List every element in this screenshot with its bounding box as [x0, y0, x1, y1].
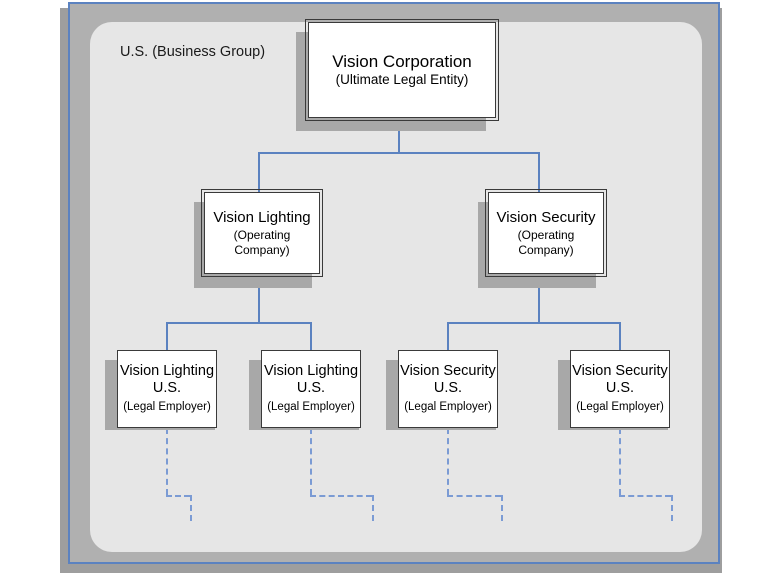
node-legal-employer-2[interactable]: Vision Lighting U.S. (Legal Employer) — [261, 350, 361, 428]
node-title-line-1: Vision Lighting — [119, 362, 215, 379]
dashed-connector-1-horizontal — [166, 495, 190, 497]
node-subtitle-line-1: (Operating — [517, 228, 575, 243]
node-title: Vision Lighting — [213, 208, 311, 226]
dashed-connector-4-horizontal — [619, 495, 671, 497]
node-title-line-2: U.S. — [152, 380, 182, 397]
dashed-connector-4-vertical — [619, 428, 621, 495]
node-title-line-2: U.S. — [296, 380, 326, 397]
node-subtitle-line-1: (Operating — [233, 228, 291, 243]
connector-drop-vision-security — [538, 152, 540, 192]
node-title: Vision Security — [496, 208, 596, 226]
node-title: Vision Corporation — [332, 51, 472, 71]
connector-tier2-bus — [258, 152, 540, 154]
node-title-line-1: Vision Lighting — [263, 362, 359, 379]
dashed-connector-3-horizontal — [447, 495, 501, 497]
node-subtitle: (Ultimate Legal Entity) — [335, 72, 469, 88]
node-title-line-1: Vision Security — [400, 362, 496, 379]
node-subtitle: (Legal Employer) — [404, 401, 492, 414]
node-title-line-2: U.S. — [605, 380, 635, 397]
connector-security-bus — [447, 322, 621, 324]
dashed-connector-3-tail — [501, 495, 503, 521]
dashed-connector-1-tail — [190, 495, 192, 521]
connector-security-stem — [538, 273, 540, 322]
dashed-connector-2-horizontal — [310, 495, 372, 497]
business-group-label: U.S. (Business Group) — [120, 44, 266, 60]
connector-drop-lighting-us-2 — [310, 322, 312, 350]
dashed-connector-1-vertical — [166, 428, 168, 495]
connector-drop-security-us-2 — [619, 322, 621, 350]
dashed-connector-4-tail — [671, 495, 673, 521]
node-legal-employer-3[interactable]: Vision Security U.S. (Legal Employer) — [398, 350, 498, 428]
connector-lighting-bus — [166, 322, 312, 324]
connector-drop-lighting-us-1 — [166, 322, 168, 350]
dashed-connector-2-tail — [372, 495, 374, 521]
node-subtitle-line-2: Company) — [234, 242, 290, 257]
node-legal-employer-4[interactable]: Vision Security U.S. (Legal Employer) — [570, 350, 670, 428]
node-subtitle: (Legal Employer) — [267, 401, 355, 414]
dashed-connector-3-vertical — [447, 428, 449, 495]
dashed-connector-2-vertical — [310, 428, 312, 495]
node-title-line-1: Vision Security — [572, 362, 668, 379]
node-vision-corporation[interactable]: Vision Corporation (Ultimate Legal Entit… — [305, 19, 499, 121]
node-subtitle: (Legal Employer) — [123, 401, 211, 414]
connector-drop-vision-lighting — [258, 152, 260, 192]
node-vision-lighting[interactable]: Vision Lighting (Operating Company) — [201, 189, 323, 277]
connector-drop-security-us-1 — [447, 322, 449, 350]
connector-root-stem — [398, 118, 400, 152]
node-legal-employer-1[interactable]: Vision Lighting U.S. (Legal Employer) — [117, 350, 217, 428]
node-subtitle-line-2: Company) — [518, 242, 574, 257]
connector-lighting-stem — [258, 273, 260, 322]
node-vision-security[interactable]: Vision Security (Operating Company) — [485, 189, 607, 277]
node-title-line-2: U.S. — [433, 380, 463, 397]
node-subtitle: (Legal Employer) — [576, 401, 664, 414]
